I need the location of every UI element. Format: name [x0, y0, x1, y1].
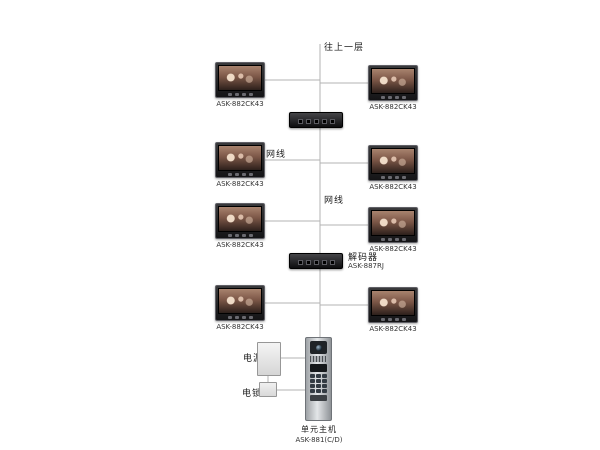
monitor-model-label: ASK-882CK43: [216, 180, 264, 188]
indoor-monitor: ASK-882CK43: [368, 65, 418, 111]
indoor-monitor: ASK-882CK43: [215, 203, 265, 249]
power-label: 电源: [243, 354, 264, 364]
monitor-frame: [368, 287, 418, 323]
indoor-monitor: ASK-882CK43: [215, 285, 265, 331]
switch-port: [297, 119, 303, 124]
switch-port: [305, 260, 311, 265]
indoor-monitor: ASK-882CK43: [215, 62, 265, 108]
upper-floor-label: 往上一层: [324, 43, 365, 53]
decoder-label: 解码器: [348, 253, 379, 263]
door-station-label: 单元主机 ASK-881(C/D): [288, 424, 350, 444]
camera-icon: [310, 341, 327, 354]
monitor-model-label: ASK-882CK43: [369, 103, 417, 111]
electric-lock-box: [259, 382, 277, 397]
cable-label-2: 网线: [324, 196, 345, 206]
indoor-monitor: ASK-882CK43: [368, 287, 418, 333]
speaker-grill: [310, 356, 327, 362]
monitor-model-label: ASK-882CK43: [216, 100, 264, 108]
monitor-model-label: ASK-882CK43: [369, 325, 417, 333]
switch-port: [313, 119, 319, 124]
power-supply-box: [257, 342, 281, 376]
camera-lens-icon: [315, 344, 322, 351]
monitor-screen: [218, 206, 262, 232]
switch-port: [329, 260, 335, 265]
switch-port: [321, 260, 327, 265]
door-station-model: ASK-881(C/D): [295, 436, 343, 444]
monitor-frame: [215, 142, 265, 178]
monitor-buttons: [371, 176, 415, 179]
door-station-name: 单元主机: [301, 425, 337, 434]
monitor-frame: [368, 65, 418, 101]
monitor-screen: [371, 290, 415, 316]
monitor-screen: [218, 65, 262, 91]
monitor-model-label: ASK-882CK43: [369, 183, 417, 191]
switch-port: [305, 119, 311, 124]
monitor-frame: [368, 145, 418, 181]
door-station-display: [310, 364, 327, 372]
switch-port: [313, 260, 319, 265]
cable-label-1: 网线: [266, 150, 287, 160]
monitor-buttons: [371, 318, 415, 321]
indoor-monitor: ASK-882CK43: [215, 142, 265, 188]
monitor-frame: [215, 62, 265, 98]
monitor-model-label: ASK-882CK43: [216, 241, 264, 249]
switch-port: [321, 119, 327, 124]
switch-port: [297, 260, 303, 265]
monitor-screen: [371, 148, 415, 174]
door-station-panel: [305, 337, 332, 421]
indoor-monitor: ASK-882CK43: [368, 145, 418, 191]
switch-port: [329, 119, 335, 124]
monitor-screen: [371, 68, 415, 94]
monitor-buttons: [218, 234, 262, 237]
monitor-buttons: [218, 93, 262, 96]
monitor-screen: [218, 145, 262, 171]
monitor-screen: [371, 210, 415, 236]
monitor-screen: [218, 288, 262, 314]
keypad: [310, 374, 327, 393]
monitor-buttons: [371, 238, 415, 241]
monitor-buttons: [218, 316, 262, 319]
lock-label: 电锁: [242, 389, 263, 399]
monitor-frame: [368, 207, 418, 243]
monitor-frame: [215, 285, 265, 321]
decoder-model-label: ASK-887RJ: [348, 262, 384, 270]
monitor-model-label: ASK-882CK43: [369, 245, 417, 253]
door-station-speaker: [310, 395, 327, 401]
indoor-monitor: ASK-882CK43: [368, 207, 418, 253]
network-switch-decoder: [289, 253, 343, 269]
monitor-frame: [215, 203, 265, 239]
network-switch-upper: [289, 112, 343, 128]
monitor-model-label: ASK-882CK43: [216, 323, 264, 331]
monitor-buttons: [218, 173, 262, 176]
monitor-buttons: [371, 96, 415, 99]
